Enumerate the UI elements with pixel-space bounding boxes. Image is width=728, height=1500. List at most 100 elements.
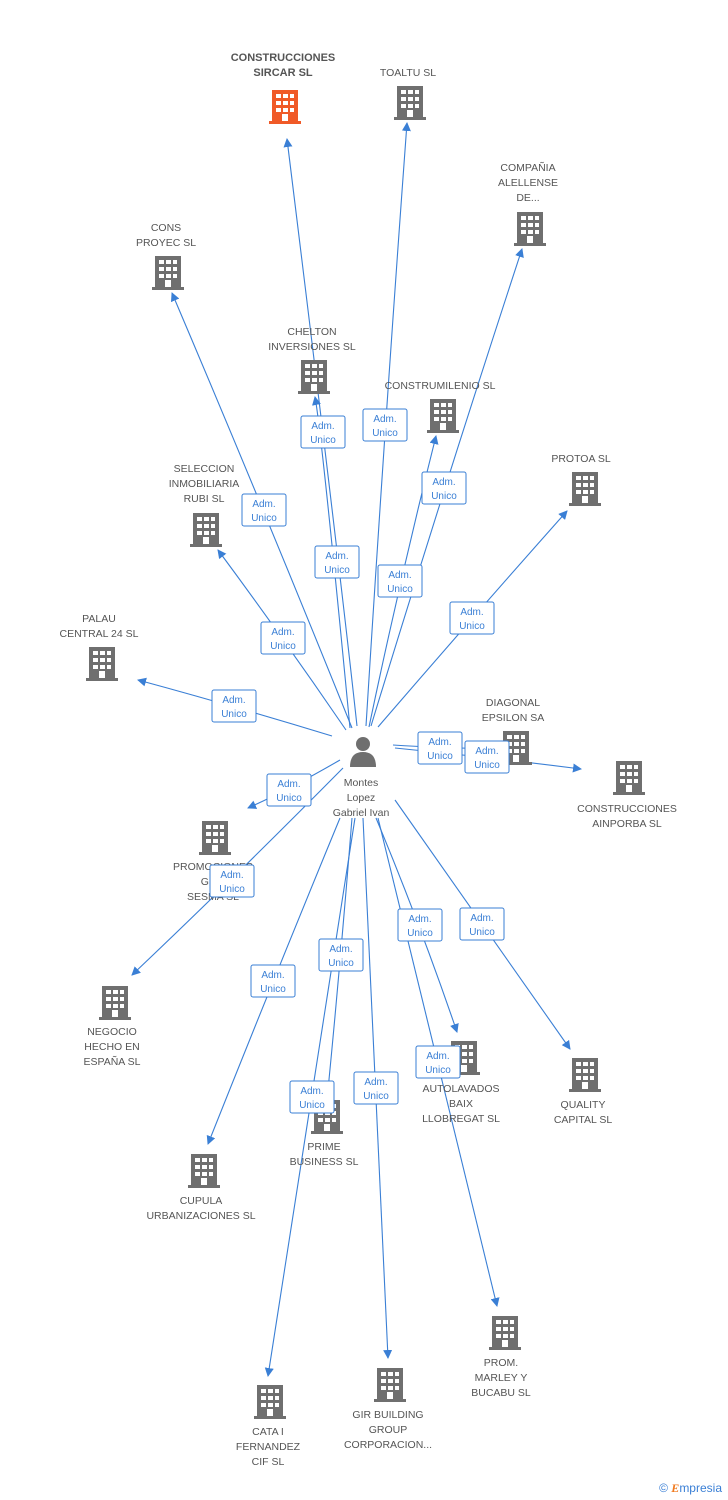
company-label-line: ESPAÑA SL — [83, 1055, 140, 1068]
role-badge[interactable]: Adm.Unico — [209, 864, 255, 898]
role-badge-line1: Adm. — [470, 913, 493, 924]
role-badge-line2: Unico — [328, 958, 354, 969]
role-badge[interactable]: Adm.Unico — [300, 415, 346, 449]
role-badge-box — [260, 621, 306, 655]
role-badge-line1: Adm. — [277, 779, 300, 790]
role-badge-box — [314, 545, 360, 579]
role-badge[interactable]: Adm. Unico — [459, 907, 505, 941]
role-badge-box — [266, 773, 312, 807]
role-badge[interactable]: Adm.Unico — [241, 493, 287, 527]
company-label-line: BUSINESS SL — [290, 1156, 359, 1168]
role-badge-line2: Unico — [431, 491, 457, 502]
building-icon — [514, 212, 546, 246]
company-label-line: CHELTON — [287, 326, 336, 338]
role-badge[interactable]: Adm.Unico — [464, 740, 510, 774]
role-badge[interactable]: Adm.Unico — [211, 689, 257, 723]
company-label-line: INMOBILIARIA — [169, 478, 240, 490]
copyright-symbol: © — [659, 1481, 668, 1495]
role-badge[interactable]: Adm.Unico — [397, 908, 443, 942]
company-node-construmilenio[interactable]: CONSTRUMILENIO SL — [385, 380, 496, 433]
company-label-line: DIAGONAL — [486, 697, 540, 709]
role-badge-line2: Unico — [469, 927, 495, 938]
role-badge-line1: Adm. — [460, 607, 483, 618]
company-label-line: PROM. — [484, 1357, 518, 1369]
building-icon — [394, 86, 426, 120]
company-node-protoa[interactable]: PROTOA SL — [551, 453, 611, 506]
role-badge[interactable]: Adm.Unico — [415, 1045, 461, 1079]
role-badge-box — [209, 864, 255, 898]
role-badge[interactable]: Adm.Unico — [362, 408, 408, 442]
role-badge-box — [362, 408, 408, 442]
company-label: PROTOA SL — [551, 453, 610, 465]
role-badge-line2: Unico — [459, 621, 485, 632]
role-badge-line1: Adm. — [261, 970, 284, 981]
person-label-line: Lopez — [347, 792, 376, 804]
role-badge-line1: Adm. — [364, 1077, 387, 1088]
company-label-line: PROTOA SL — [551, 453, 610, 465]
role-badge-line2: Unico — [270, 641, 296, 652]
company-label-line: AUTOLAVADOS — [422, 1083, 499, 1095]
role-badge-box — [250, 964, 296, 998]
company-label-line: CONSTRUMILENIO SL — [385, 380, 496, 392]
role-badge-box — [417, 731, 463, 765]
role-badge-line2: Unico — [299, 1100, 325, 1111]
role-badge[interactable]: Adm.Unico — [318, 938, 364, 972]
role-badge-line2: Unico — [221, 709, 247, 720]
role-badge[interactable]: Adm.Unico — [260, 621, 306, 655]
role-badge[interactable]: Adm.Unico — [421, 471, 467, 505]
role-badge-line1: Adm. — [325, 551, 348, 562]
company-node-cupula-urbanizaciones[interactable]: CUPULA URBANIZACIONES SL — [146, 1154, 256, 1222]
edge-chelton-inversiones — [312, 396, 351, 729]
building-icon — [374, 1368, 406, 1402]
role-badge-line2: Unico — [387, 584, 413, 595]
building-icon — [569, 472, 601, 506]
role-badge-box — [211, 689, 257, 723]
role-badge[interactable]: Adm.Unico — [266, 773, 312, 807]
role-badge[interactable]: Adm. Unico — [449, 601, 495, 635]
company-label-line: URBANIZACIONES SL — [146, 1210, 255, 1222]
company-node-toaltu[interactable]: TOALTU SL — [380, 67, 436, 120]
company-label-line: CIF SL — [252, 1456, 285, 1468]
company-label-line: PALAU — [82, 613, 116, 625]
role-badge[interactable]: Adm.Unico — [377, 564, 423, 598]
role-badge[interactable]: Adm.Unico — [289, 1080, 335, 1114]
role-badge[interactable]: Adm.Unico — [353, 1071, 399, 1105]
company-label-line: BAIX — [449, 1098, 473, 1110]
role-badge[interactable]: Adm.Unico — [417, 731, 463, 765]
role-badge[interactable]: Adm. Unico — [314, 545, 360, 579]
role-badge[interactable]: Adm.Unico — [250, 964, 296, 998]
building-icon — [569, 1058, 601, 1092]
company-label-line: SIRCAR SL — [253, 67, 313, 79]
company-label-line: BUCABU SL — [471, 1387, 531, 1399]
building-icon — [86, 647, 118, 681]
company-label-line: QUALITY — [561, 1099, 606, 1111]
building-icon — [99, 986, 131, 1020]
company-label-line: CUPULA — [180, 1195, 223, 1207]
role-badge-box — [300, 415, 346, 449]
role-badge-line2: Unico — [324, 565, 350, 576]
company-label-line: CORPORACION... — [344, 1439, 432, 1451]
